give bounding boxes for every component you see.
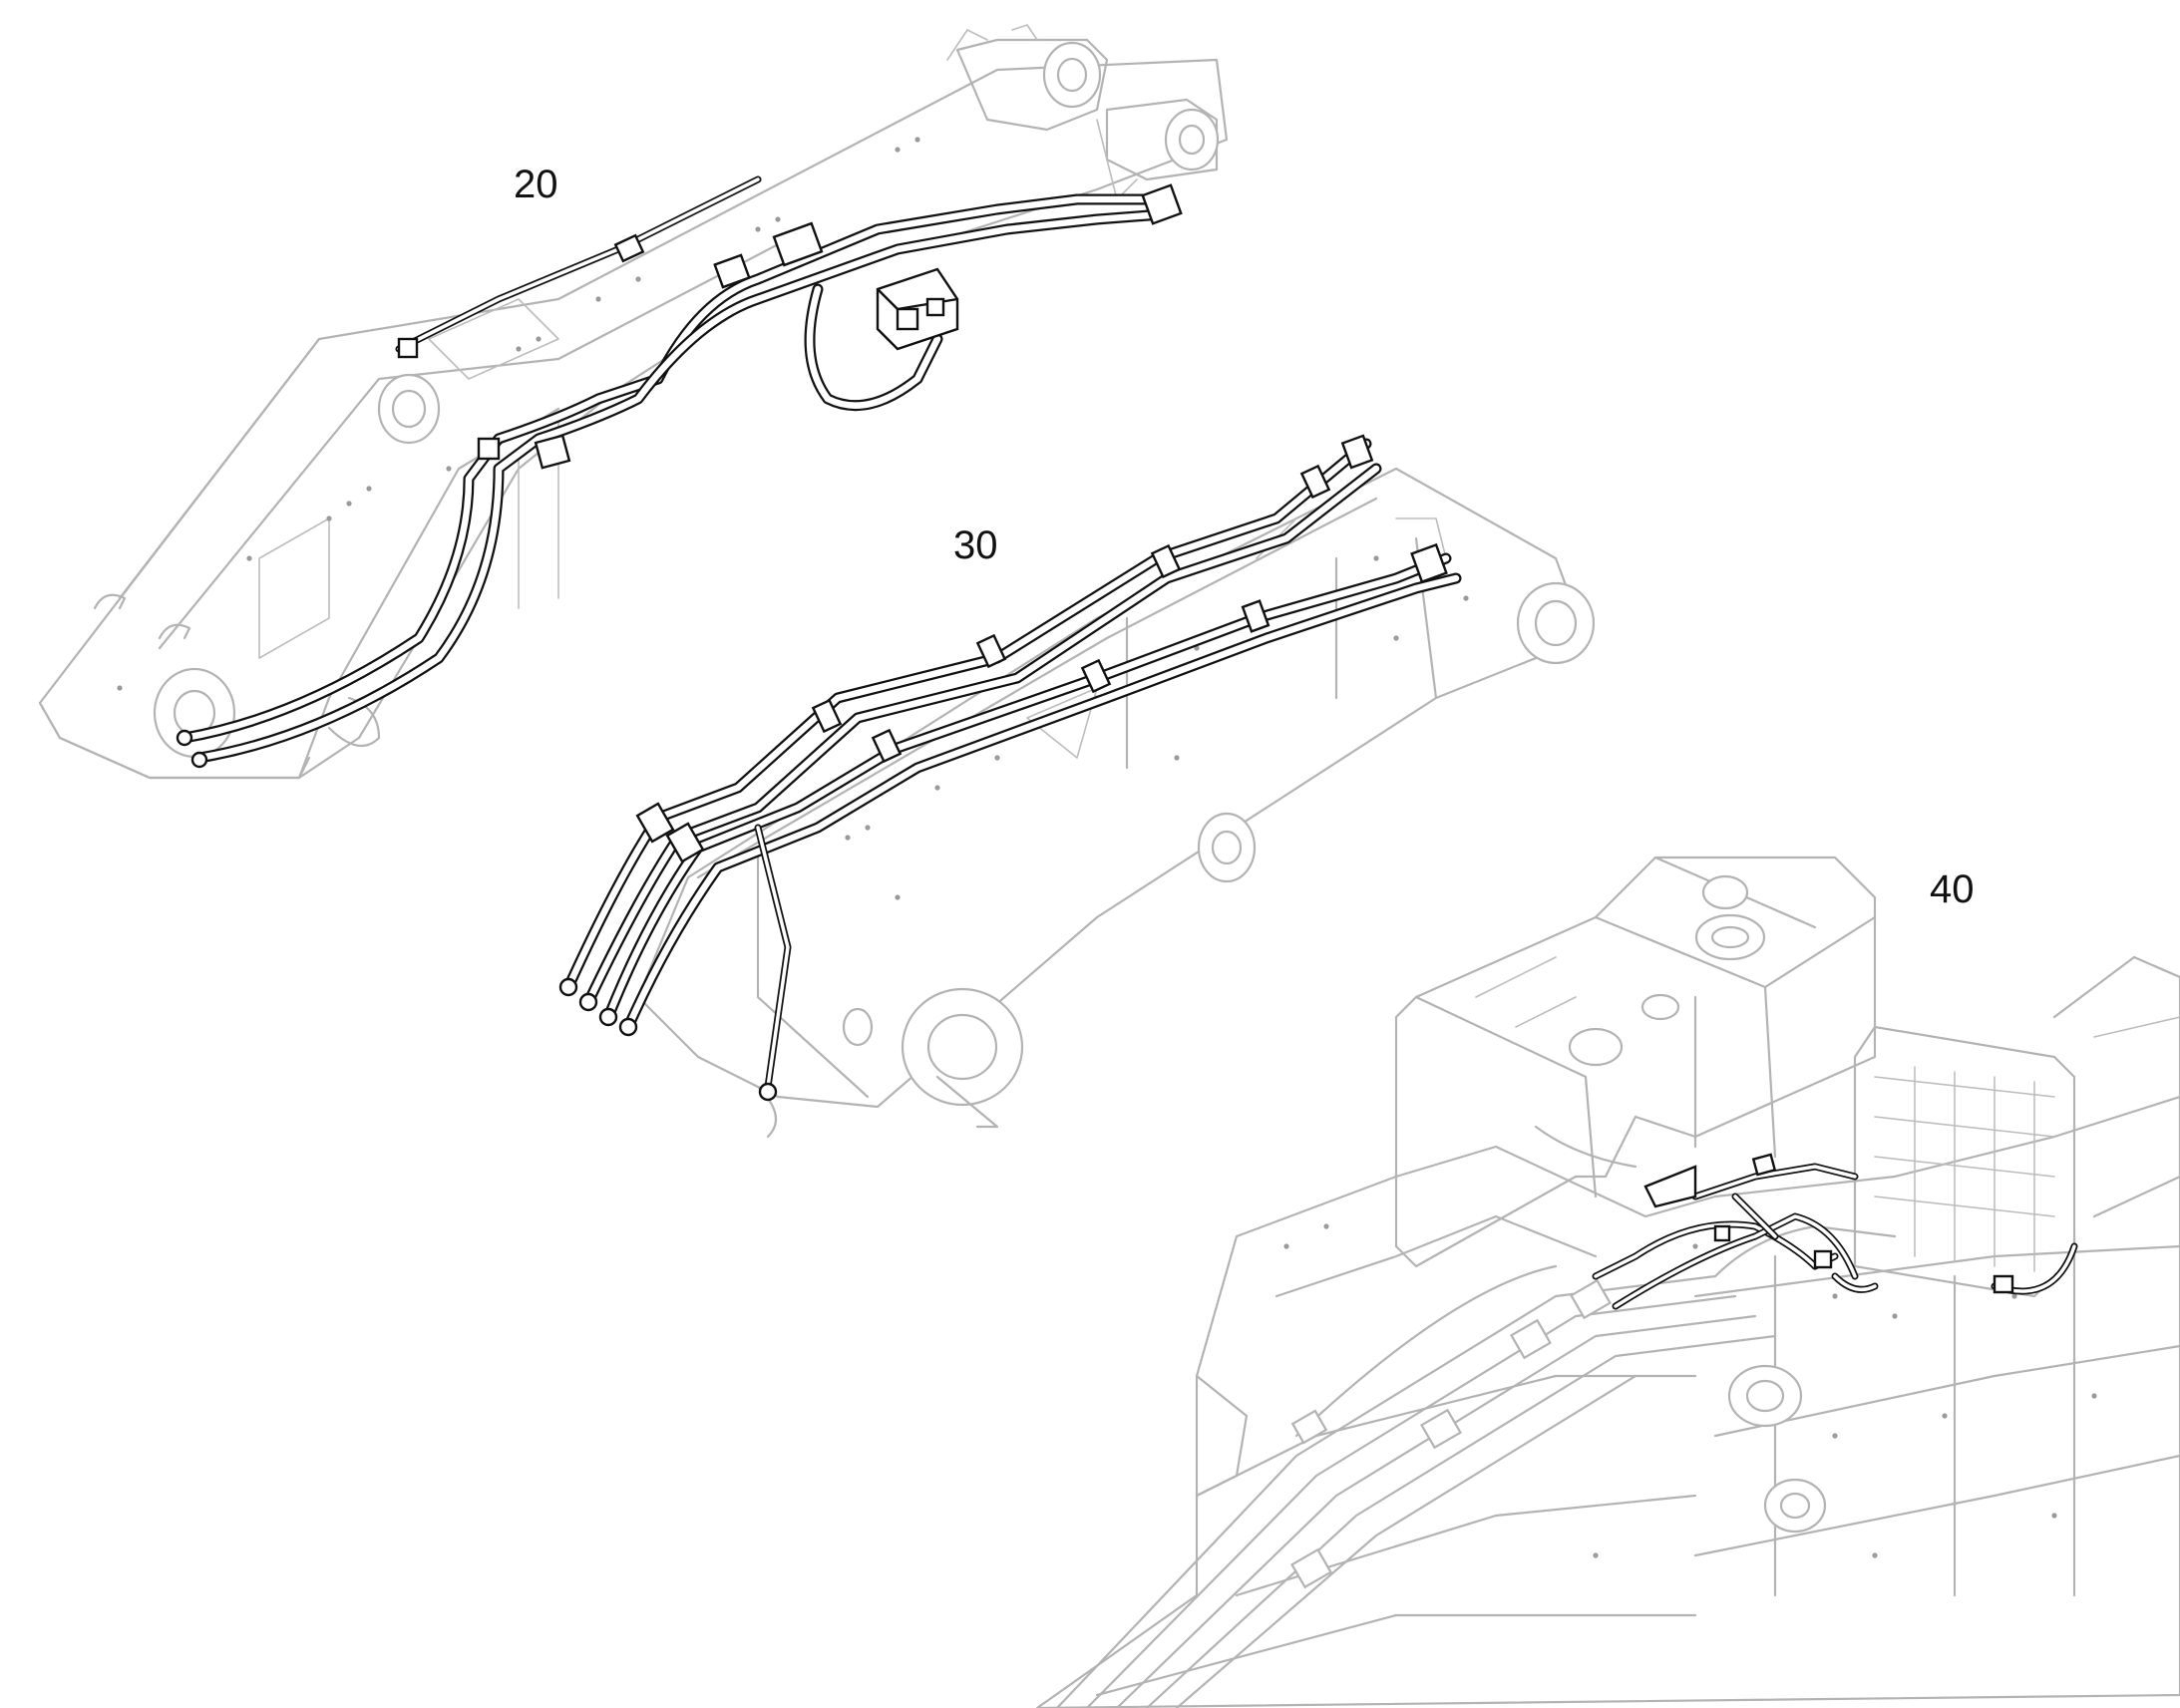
arm-assembly [558,434,1596,1139]
callout-label-20: 20 [514,163,558,206]
boom-assembly [38,24,1229,780]
upper-frame-assembly [1035,855,2180,1708]
callout-label-40: 40 [1930,867,1975,911]
callout-label-30: 30 [953,523,998,567]
